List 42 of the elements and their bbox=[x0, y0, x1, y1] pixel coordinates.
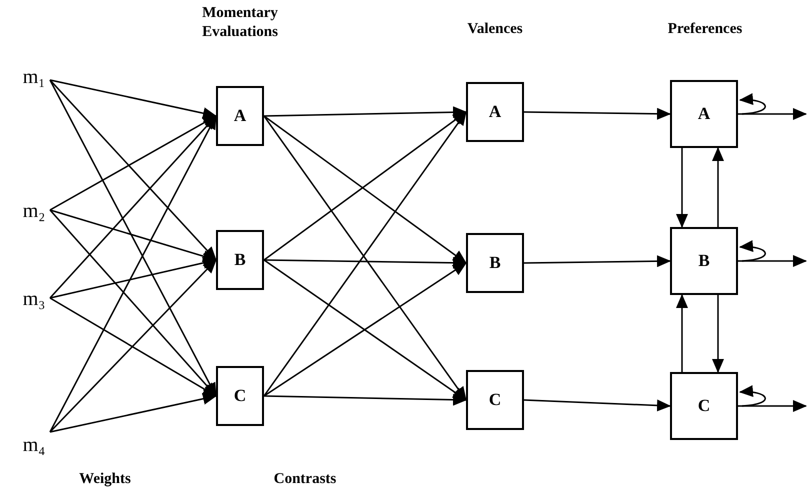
arrow bbox=[50, 392, 217, 433]
option-box: A bbox=[670, 80, 738, 148]
arrow bbox=[676, 294, 688, 372]
option-box: B bbox=[216, 230, 264, 290]
arrow bbox=[738, 255, 807, 267]
option-box: B bbox=[466, 233, 524, 293]
arrow bbox=[50, 115, 217, 211]
column-heading: Valences bbox=[466, 20, 524, 39]
option-box: C bbox=[466, 370, 524, 430]
arrow bbox=[738, 400, 807, 412]
option-box: A bbox=[466, 82, 524, 142]
attribute-label: m₄ bbox=[18, 430, 50, 460]
option-box: C bbox=[670, 372, 738, 440]
column-heading: Preferences bbox=[666, 20, 744, 39]
arrow bbox=[264, 106, 467, 118]
arrow bbox=[264, 256, 467, 269]
arrow bbox=[524, 108, 671, 120]
arrow bbox=[712, 147, 724, 227]
option-box: C bbox=[216, 366, 264, 426]
arrow bbox=[50, 257, 217, 299]
attribute-label: m₁ bbox=[18, 62, 50, 92]
column-heading: Weights bbox=[78, 470, 132, 489]
arrow bbox=[264, 394, 467, 406]
self-loop-arrow bbox=[739, 240, 766, 262]
arrow bbox=[50, 297, 217, 397]
arrow bbox=[50, 209, 217, 262]
self-loop-arrow bbox=[739, 94, 766, 115]
column-heading: Momentary Evaluations bbox=[201, 4, 279, 42]
arrow bbox=[49, 259, 217, 433]
attribute-label: m₂ bbox=[18, 196, 50, 226]
arrow bbox=[712, 295, 724, 373]
arrow bbox=[524, 399, 671, 412]
self-loop-arrow bbox=[739, 386, 766, 407]
arrow bbox=[738, 108, 807, 120]
option-box: A bbox=[216, 86, 264, 146]
attribute-label: m₃ bbox=[18, 284, 50, 314]
arrow bbox=[524, 255, 671, 268]
arrow bbox=[50, 79, 217, 120]
arrow bbox=[49, 80, 217, 261]
column-heading: Contrasts bbox=[272, 470, 338, 489]
option-box: B bbox=[670, 227, 738, 295]
arrow bbox=[676, 148, 688, 228]
